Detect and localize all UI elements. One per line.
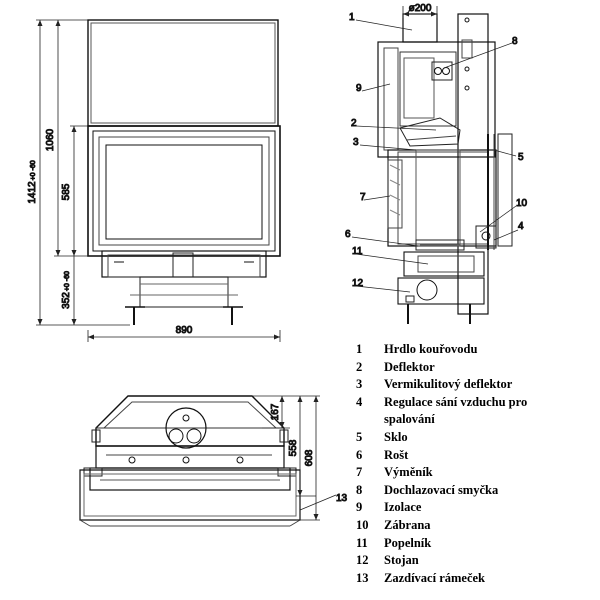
plan-dimensions xyxy=(252,395,337,521)
side-view xyxy=(377,13,513,324)
base-height-label: 352+0 -60 xyxy=(61,271,72,309)
front-dimensions xyxy=(36,19,281,342)
front-view xyxy=(87,19,281,325)
callout-2: 2 xyxy=(351,118,357,129)
callout-13: 13 xyxy=(336,493,348,504)
flue-diameter-dimension xyxy=(402,6,438,18)
callout-7: 7 xyxy=(360,192,366,203)
width-label: 890 xyxy=(176,325,193,336)
callout-1: 1 xyxy=(349,12,355,23)
plan-flue-offset-label: 167 xyxy=(270,403,281,420)
plan-view xyxy=(79,395,301,527)
body-height-label: 1060 xyxy=(45,128,56,151)
callout-9: 9 xyxy=(356,83,362,94)
plan-depth-label: 558 xyxy=(288,439,299,456)
legend-item: spalování xyxy=(384,412,435,427)
callout-5: 5 xyxy=(518,152,524,163)
callout-11: 11 xyxy=(352,246,363,257)
total-height-label: 1412+0 -60 xyxy=(27,160,38,203)
callout-leaders xyxy=(351,19,519,293)
callout-8: 8 xyxy=(512,36,518,47)
glass-height-label: 585 xyxy=(61,183,72,200)
callout-3: 3 xyxy=(353,137,359,148)
callout-10: 10 xyxy=(516,198,528,209)
callout-6: 6 xyxy=(345,229,351,240)
callout-4: 4 xyxy=(518,221,524,232)
flue-diameter-label: ø200 xyxy=(409,3,432,14)
callout-12: 12 xyxy=(352,278,364,289)
plan-total-depth-label: 608 xyxy=(304,449,315,466)
